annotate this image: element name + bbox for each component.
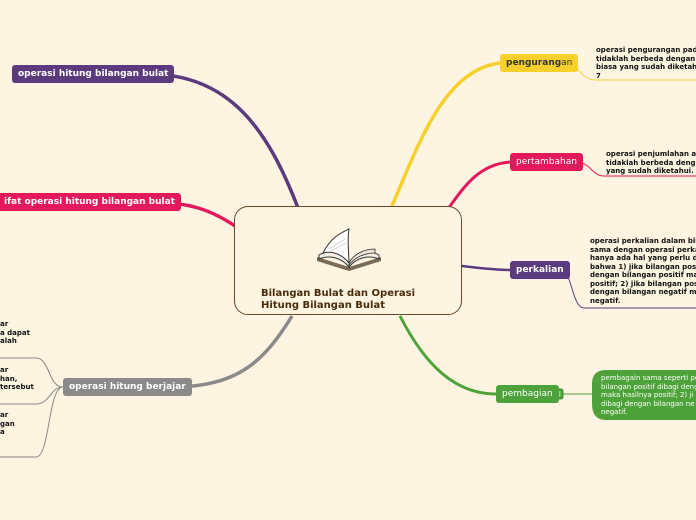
central-topic[interactable]: Bilangan Bulat dan Operasi Hitung Bilang… [234, 206, 462, 315]
open-book-icon [317, 228, 381, 271]
branch-pengurangan[interactable]: pengurangan [500, 54, 579, 72]
pembagian-note-bubble [592, 370, 696, 420]
branch-pengurangan-label-tail: an [561, 58, 573, 68]
connector-operasi-hitung [147, 72, 300, 209]
pembagian-note: pembagain sama seperti pe bilangan posit… [601, 374, 696, 416]
note-link-berjajar-3 [0, 386, 64, 458]
branch-pertambahan-label: pertamb [516, 157, 555, 167]
pengurangan-note: operasi pengurangan pad tidaklah berbeda… [596, 46, 696, 80]
branch-operasi-hitung-berjajar[interactable]: operasi hitung berjajar [63, 378, 192, 396]
branch-pertambahan[interactable]: pertambahan [510, 153, 583, 171]
berjajar-note-2: ar han, tersebut [0, 366, 34, 391]
branch-perkalian[interactable]: perkalian [510, 261, 570, 279]
note-link-berjajar-2 [0, 386, 64, 405]
branch-pertambahan-label-tail: ahan [554, 157, 577, 167]
note-link-berjajar-1 [0, 357, 64, 388]
branch-operasi-hitung-bilangan-bulat[interactable]: operasi hitung bilangan bulat [12, 65, 175, 83]
branch-pembagian[interactable]: pembagian [496, 385, 559, 403]
connector-pertambahan [446, 160, 511, 210]
connector-perkalian [461, 264, 511, 272]
connector-pembagian [398, 315, 497, 396]
pertambahan-note: operasi penjumlahan a tidaklah berbeda d… [606, 150, 696, 175]
connector-berjajar [169, 315, 294, 389]
central-topic-title: Bilangan Bulat dan Operasi Hitung Bilang… [261, 288, 416, 311]
berjajar-note-3: ar gan a [0, 411, 15, 436]
branch-sifat-operasi-hitung[interactable]: ifat operasi hitung bilangan bulat [0, 193, 181, 211]
branch-pengurangan-label: pengurang [506, 58, 562, 68]
perkalian-note: operasi perkalian dalam bil sama dengan … [590, 237, 696, 305]
connector-pengurangan [390, 61, 501, 207]
berjajar-note-1: ar a dapat alah [0, 320, 30, 345]
